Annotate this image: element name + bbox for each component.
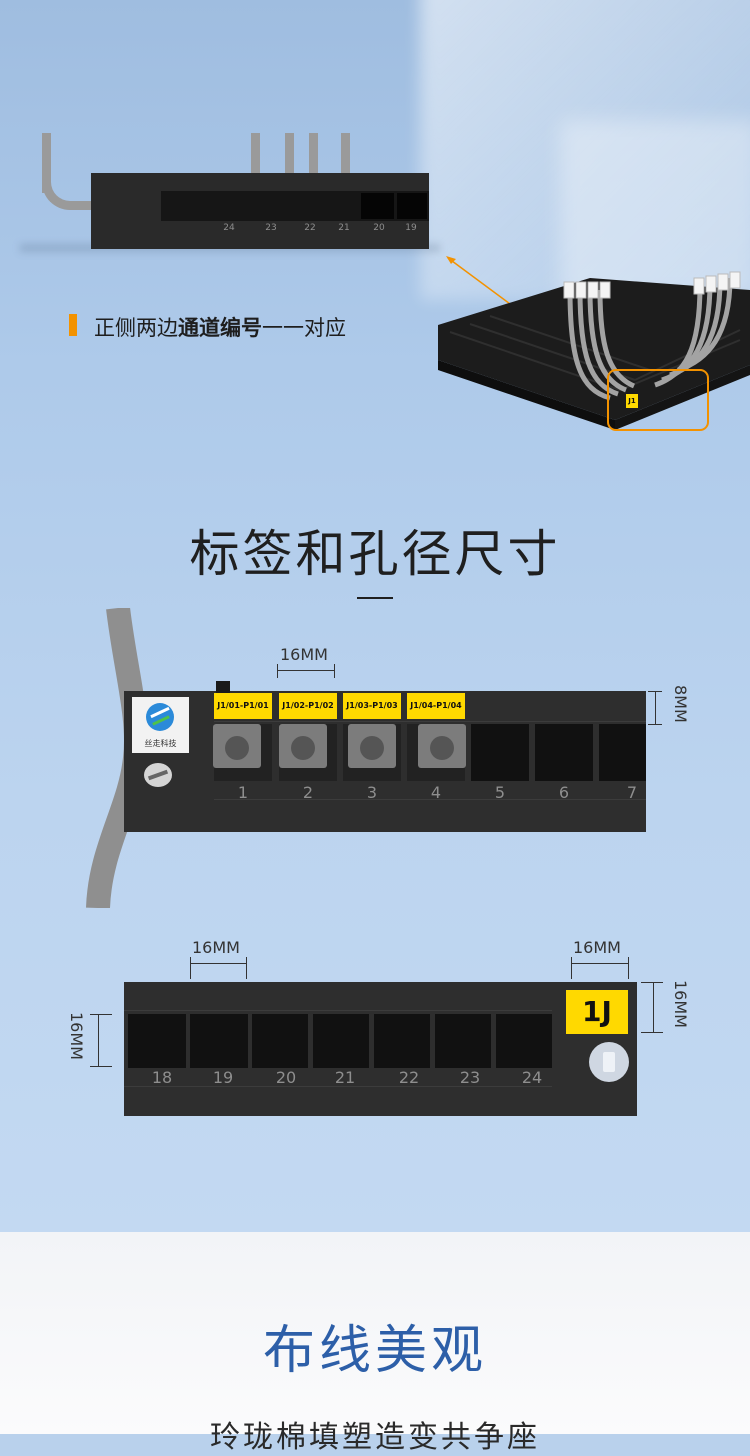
dimension-label: 16MM [67, 1012, 86, 1060]
mount-hole [144, 763, 172, 787]
rj45-plug [279, 724, 327, 768]
brand-logo: 丝走科技 [132, 697, 189, 753]
dimension-label: 16MM [280, 645, 328, 664]
port-number: 6 [558, 783, 570, 802]
rj45-plug [213, 724, 261, 768]
port-number: 24 [521, 1068, 543, 1087]
port-number: 24 [223, 223, 235, 233]
port-number: 3 [366, 783, 378, 802]
port-number: 5 [494, 783, 506, 802]
iso-tag: J1 [628, 397, 636, 405]
port-number: 2 [302, 783, 314, 802]
dimension-label: 16MM [192, 938, 240, 957]
cable [42, 133, 51, 193]
channel-tag: 1J [566, 990, 628, 1034]
logo-text: 丝走科技 [144, 739, 177, 748]
callout-marker [69, 314, 77, 336]
window-light [420, 0, 750, 300]
port-number: 22 [398, 1068, 420, 1087]
rj45-plug [418, 724, 466, 768]
title-divider [357, 597, 393, 599]
port-label: J1/03-P1/03 [343, 693, 401, 719]
round-logo-icon [589, 1042, 629, 1082]
port-number: 19 [212, 1068, 234, 1087]
patch-panel-front: 丝走科技 J1/01-P1/01 J1/02-P1/02 J1/03-P1/03… [124, 681, 646, 832]
port-number: 23 [459, 1068, 481, 1087]
callout-text: 正侧两边通道编号一一对应 [94, 316, 346, 340]
section-subtitle-2: 玲珑棉填塑造变共争座 [210, 1420, 540, 1455]
section-title-2: 布线美观 [262, 1321, 487, 1381]
patch-panel-back: 18 19 20 21 22 23 24 1J [124, 982, 637, 1116]
port-number: 7 [626, 783, 638, 802]
cable [42, 180, 94, 210]
port-number: 21 [338, 223, 350, 233]
port-number: 20 [275, 1068, 297, 1087]
port-label: J1/04-P1/04 [407, 693, 465, 719]
port-number: 21 [334, 1068, 356, 1087]
window-light [560, 120, 750, 300]
logo-icon [146, 703, 174, 731]
port-number: 19 [405, 223, 417, 233]
dimension-label: 16MM [671, 980, 690, 1028]
port-number: 23 [265, 223, 277, 233]
port-number: 4 [430, 783, 442, 802]
port-number: 18 [151, 1068, 173, 1087]
background-bottom [0, 1232, 750, 1434]
dimension-label: 8MM [671, 685, 690, 723]
port-number: 20 [373, 223, 385, 233]
port-label: J1/02-P1/02 [279, 693, 337, 719]
section-title: 标签和孔径尺寸 [189, 525, 561, 583]
dimension-label: 16MM [573, 938, 621, 957]
patch-panel-side: 24 23 22 21 20 19 [91, 173, 429, 249]
port-label: J1/01-P1/01 [214, 693, 272, 719]
port-number: 1 [237, 783, 249, 802]
rj45-plug [348, 724, 396, 768]
port-number: 22 [304, 223, 316, 233]
